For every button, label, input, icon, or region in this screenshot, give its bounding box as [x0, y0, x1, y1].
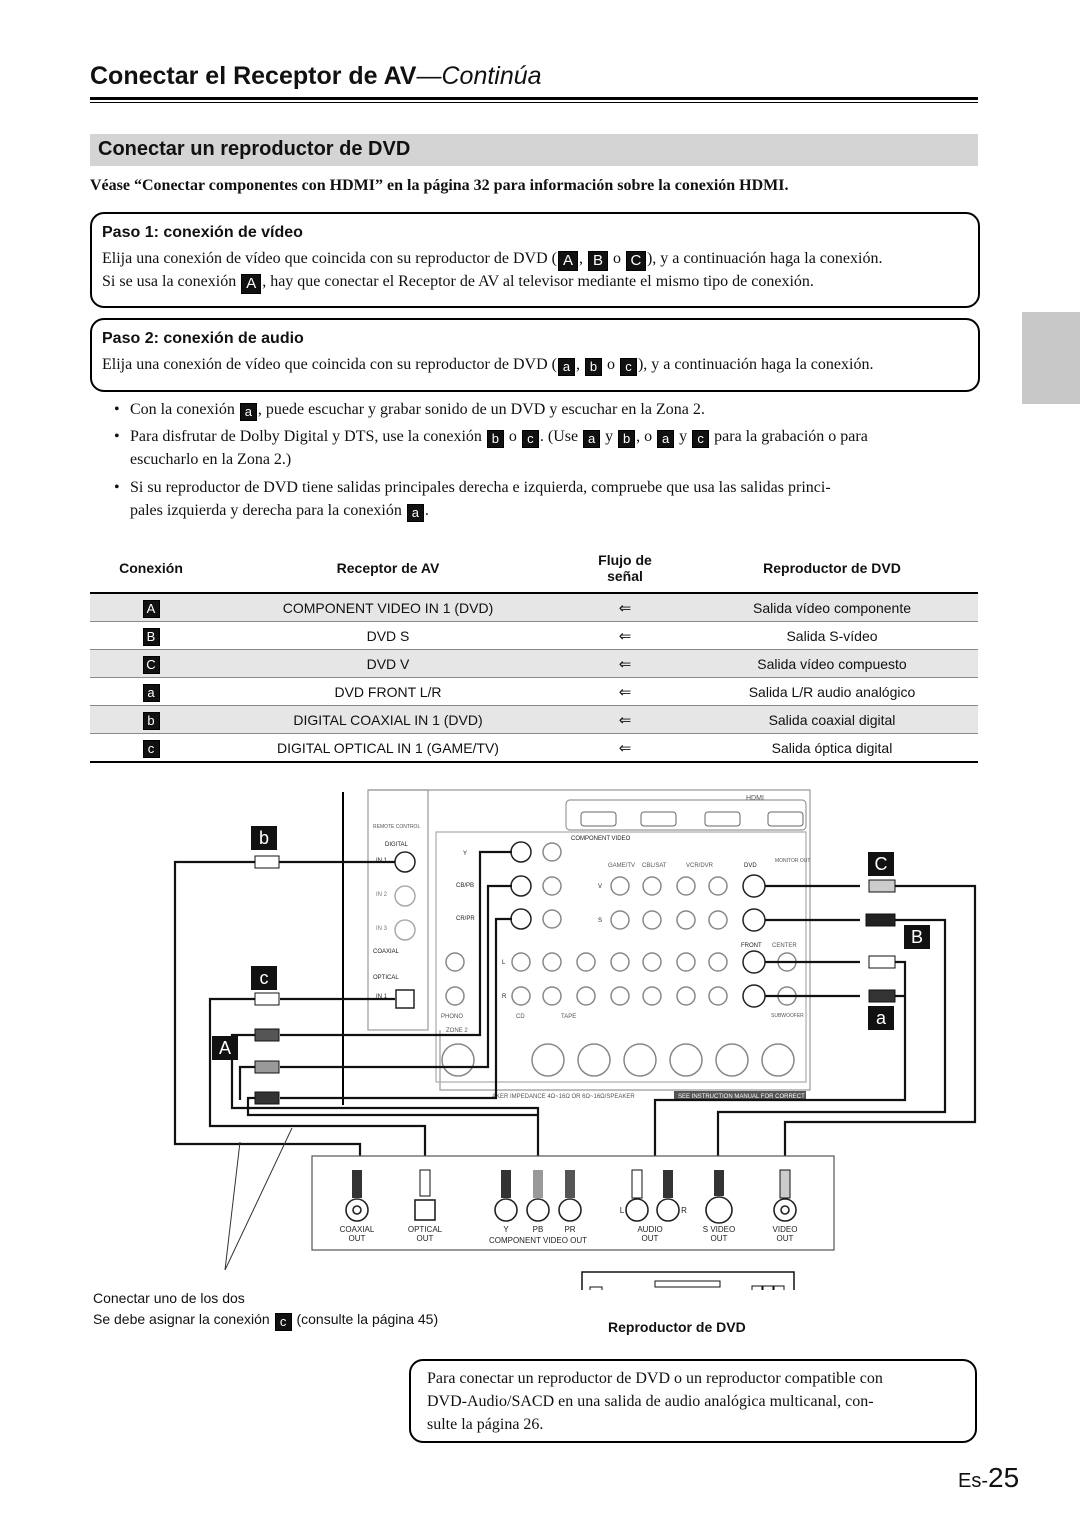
svg-text:OUT: OUT: [711, 1234, 728, 1243]
remote-label: REMOTE CONTROL: [373, 824, 420, 830]
game-tv-label: GAME/TV: [608, 863, 635, 869]
step2-box: Paso 2: conexión de audio Elija una cone…: [90, 318, 980, 392]
dvd-player-label: Reproductor de DVD: [608, 1319, 746, 1335]
title-rule: [90, 97, 978, 100]
step1-line2: Si se usa la conexión A, hay que conecta…: [102, 273, 814, 294]
svg-text:b: b: [259, 828, 269, 848]
dvd-player-icon: [581, 1271, 795, 1290]
svg-text:Y: Y: [503, 1225, 509, 1234]
front-label: FRONT: [741, 943, 762, 949]
receiver-jacks: [394, 841, 797, 1077]
assign-caption: Se debe asignar la conexión c (consulte …: [93, 1311, 439, 1331]
connection-letters: b c A C B a: [212, 826, 930, 1060]
zone2-label: ZONE 2: [446, 1028, 468, 1034]
cr-label: CR/PR: [456, 916, 475, 922]
player-jacks: [345, 1196, 797, 1224]
digital-label: DIGITAL: [385, 842, 409, 848]
cbl-sat-label: CBL/SAT: [642, 863, 667, 869]
note-text: Para conectar un reproductor de DVD o un…: [427, 1370, 883, 1433]
v-label: V: [598, 884, 602, 890]
step1-line1: Elija una conexión de vídeo que coincida…: [102, 250, 883, 271]
side-tab: [1022, 312, 1080, 404]
plugs: [254, 855, 896, 1105]
svg-text:OUT: OUT: [777, 1234, 794, 1243]
svg-text:L: L: [620, 1206, 625, 1215]
step2-heading: Paso 2: conexión de audio: [102, 330, 304, 347]
in3-label: IN 3: [376, 926, 388, 932]
coaxial-label: COAXIAL: [373, 949, 400, 955]
r-label: R: [502, 994, 507, 1000]
step1-box: Paso 1: conexión de vídeo Elija una cone…: [90, 212, 980, 308]
step2-line1: Elija una conexión de vídeo que coincida…: [102, 356, 874, 376]
impedance-label: AKER IMPEDANCE 4Ω~16Ω OR 6Ω~16Ω/SPEAKER: [492, 1094, 635, 1100]
bullet-2: •Para disfrutar de Dolby Digital y DTS, …: [114, 428, 868, 468]
monitor-label: MONITOR OUT: [775, 858, 810, 864]
svg-text:OUT: OUT: [349, 1234, 366, 1243]
svg-text:OPTICAL: OPTICAL: [408, 1225, 443, 1234]
svg-text:COMPONENT VIDEO OUT: COMPONENT VIDEO OUT: [489, 1236, 587, 1245]
col-receptor: Receptor de AV: [212, 544, 564, 594]
l-label: L: [502, 960, 506, 966]
phono-label: PHONO: [441, 1014, 463, 1020]
note-box: Para conectar un reproductor de DVD o un…: [409, 1359, 977, 1443]
center-label: CENTER: [772, 943, 797, 949]
section-title: Conectar un reproductor de DVD: [98, 138, 411, 160]
svg-text:S VIDEO: S VIDEO: [703, 1225, 735, 1234]
svg-text:a: a: [876, 1008, 887, 1028]
svg-text:PR: PR: [564, 1225, 575, 1234]
title-rule-thin: [90, 102, 978, 103]
col-conexion: Conexión: [90, 544, 212, 594]
section-bar: [90, 134, 978, 166]
svg-text:A: A: [219, 1038, 231, 1058]
in1-opt-label: IN 1: [376, 994, 388, 1000]
svg-text:c: c: [260, 968, 269, 988]
col-reproductor: Reproductor de DVD: [686, 544, 978, 594]
hdmi-ports: [580, 811, 804, 827]
optical-label: OPTICAL: [373, 975, 399, 981]
hdmi-label: HDMI: [746, 795, 764, 802]
page-title: Conectar el Receptor de AV—Continúa: [90, 62, 542, 90]
svg-text:AUDIO: AUDIO: [637, 1225, 662, 1234]
component-video-label: COMPONENT VIDEO: [571, 836, 631, 842]
svg-text:C: C: [875, 854, 888, 874]
manual-label: SEE INSTRUCTION MANUAL FOR CORRECT S: [678, 1094, 810, 1100]
svg-text:VIDEO: VIDEO: [773, 1225, 798, 1234]
hdmi-note: Véase “Conectar componentes con HDMI” en…: [90, 177, 789, 194]
subwoofer-label: SUBWOOFER: [771, 1013, 804, 1019]
cb-label: CB/PB: [456, 883, 474, 889]
svg-text:B: B: [911, 927, 923, 947]
step1-heading: Paso 1: conexión de vídeo: [102, 224, 303, 241]
cables: [173, 850, 977, 1180]
svg-text:OUT: OUT: [642, 1234, 659, 1243]
player-plugs: [352, 1169, 791, 1199]
svg-text:PB: PB: [533, 1225, 544, 1234]
cd-label: CD: [516, 1014, 525, 1020]
vcr-dvr-label: VCR/DVR: [686, 863, 714, 869]
in2-label: IN 2: [376, 892, 388, 898]
svg-text:COAXIAL: COAXIAL: [340, 1225, 375, 1234]
page-number: Es-25: [958, 1462, 1020, 1493]
connect-one-caption: Conectar uno de los dos: [93, 1290, 245, 1306]
svg-text:R: R: [681, 1206, 687, 1215]
dvd-label: DVD: [744, 863, 757, 869]
svg-text:OUT: OUT: [417, 1234, 434, 1243]
y-label: Y: [463, 851, 467, 857]
bullet-3: •Si su reproductor de DVD tiene salidas …: [114, 479, 831, 522]
connection-diagram: HDMI REMOTE CONTROL DIGITAL IN 1 IN 2 IN…: [173, 789, 977, 1290]
bullet-1: •Con la conexión a, puede escuchar y gra…: [114, 401, 705, 421]
s-label: S: [598, 918, 602, 924]
tape-label: TAPE: [561, 1014, 576, 1020]
